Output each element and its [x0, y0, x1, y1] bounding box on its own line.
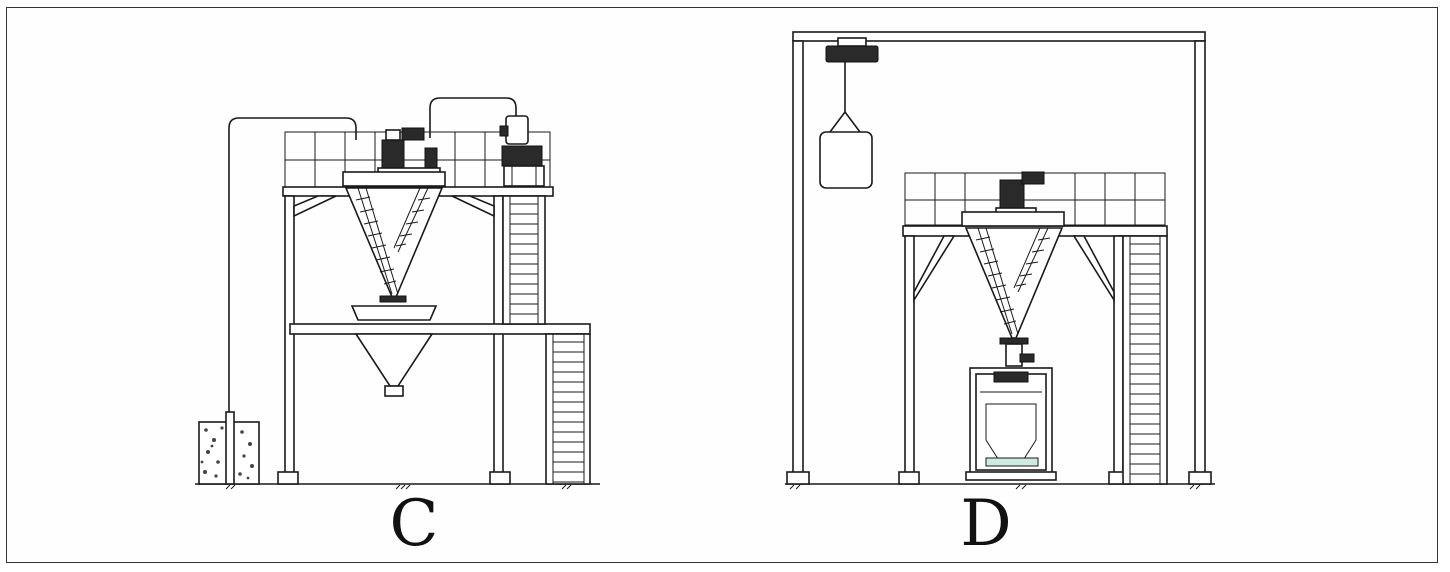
discharge-valve-c: [379, 295, 407, 303]
electric-hoist: [825, 37, 879, 112]
ground-hatch-c: [225, 484, 572, 490]
feed-container: [198, 411, 260, 485]
gantry-frame: [786, 31, 1212, 485]
ground-hatch-d: [789, 484, 1201, 490]
stair-treads: [510, 203, 1160, 483]
hanging-bulk-bag: [819, 111, 873, 189]
panel-label-c: C: [389, 487, 439, 561]
receiving-hopper-c: [350, 305, 438, 397]
middle-beam-c: [289, 323, 591, 335]
cone-top-flange-c: [342, 171, 446, 187]
upper-railing-d: [904, 172, 1166, 226]
bag-filling-station: [965, 367, 1057, 481]
conveying-pipe-1: [228, 117, 357, 412]
mixing-screws-c: [355, 187, 431, 295]
conveying-pipe-2: [429, 97, 517, 138]
mixer-drive-motor-d: [995, 171, 1045, 215]
lower-stair-c: [545, 333, 591, 485]
stair-d: [1122, 235, 1168, 485]
panel-d-drawing: [785, 31, 1215, 490]
panel-c-drawing: [195, 97, 600, 490]
panel-label-d: D: [960, 487, 1012, 561]
cone-top-flange-d: [961, 211, 1065, 227]
mixer-drive-motor: [377, 127, 441, 175]
upper-stair-c: [502, 195, 546, 325]
support-columns-c: [277, 195, 511, 485]
vacuum-hopper: [499, 115, 545, 187]
diagonal-braces-c: [293, 195, 495, 218]
discharge-valve-d: [999, 337, 1035, 367]
diagonal-braces-d: [913, 235, 1115, 303]
mixing-screws-d: [975, 227, 1051, 335]
